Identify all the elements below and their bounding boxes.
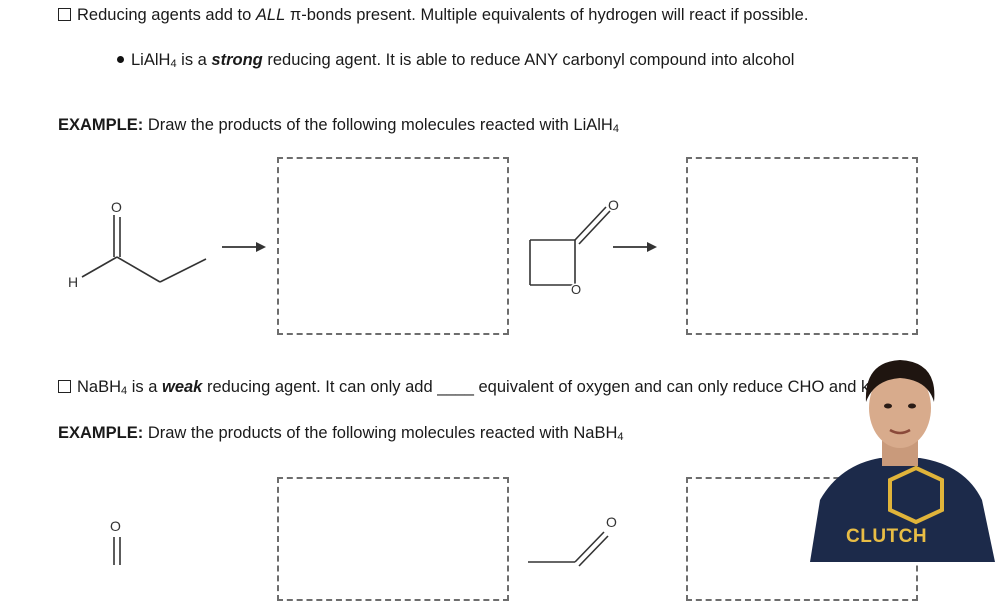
example2-text: Draw the products of the following molec… bbox=[143, 424, 618, 442]
fill-in-blank[interactable]: ____ bbox=[437, 378, 474, 396]
lialh4-strength: strong bbox=[211, 51, 263, 69]
aldehyde-structure-partial: O bbox=[110, 518, 121, 565]
nabh4-is-a: is a bbox=[127, 378, 162, 396]
nabh4-sub: 4 bbox=[121, 385, 128, 397]
example1-label: EXAMPLE: bbox=[58, 116, 144, 134]
nabh4-mid: reducing agent. It can only add bbox=[202, 378, 438, 396]
carbonyl-oxygen-label: O bbox=[608, 197, 619, 213]
checkbox-icon bbox=[58, 380, 71, 393]
lialh4-is-a: is a bbox=[176, 51, 212, 69]
lactone-structure-partial: O bbox=[528, 514, 617, 567]
ring-oxygen-label: O bbox=[571, 282, 581, 297]
nabh4-strength: weak bbox=[162, 378, 203, 396]
carbonyl-oxygen-label: O bbox=[606, 514, 617, 530]
example1-heading: EXAMPLE: Draw the products of the follow… bbox=[58, 116, 619, 135]
reaction-arrow-icon bbox=[613, 242, 657, 252]
line-nabh4: NaBH4 is a weak reducing agent. It can o… bbox=[58, 378, 892, 397]
bullet-icon bbox=[117, 56, 124, 63]
carbonyl-bond-2 bbox=[578, 210, 611, 245]
cc-bond-2 bbox=[159, 258, 207, 283]
line1-pre: Reducing agents add to bbox=[77, 6, 256, 24]
example2-label: EXAMPLE: bbox=[58, 424, 144, 442]
oxygen-atom-label: O bbox=[110, 518, 121, 534]
oxygen-atom-label: O bbox=[111, 199, 122, 215]
line-reducing-agents: Reducing agents add to ALL π-bonds prese… bbox=[58, 6, 808, 25]
lialh4-rest: reducing agent. It is able to reduce ANY… bbox=[262, 51, 795, 69]
example1-text: Draw the products of the following molec… bbox=[143, 116, 613, 134]
line1-post: π-bonds present. Multiple equivalents of… bbox=[285, 6, 809, 24]
cc-bond bbox=[116, 256, 161, 283]
carbonyl-bond bbox=[574, 206, 607, 241]
ch-bond bbox=[81, 256, 118, 278]
propanal-structure: O H bbox=[68, 199, 207, 290]
shirt-logo-text: CLUTCH bbox=[846, 526, 928, 547]
line-lialh4: LiAlH4 is a strong reducing agent. It is… bbox=[117, 51, 794, 70]
example1-sub: 4 bbox=[612, 123, 619, 135]
example2-heading: EXAMPLE: Draw the products of the follow… bbox=[58, 424, 624, 443]
hydrogen-atom-label: H bbox=[68, 274, 78, 290]
line1-italic: ALL bbox=[255, 6, 286, 24]
answer-box-2[interactable] bbox=[686, 157, 918, 335]
nabh4-rest: equivalent of oxygen and can only reduce… bbox=[473, 378, 893, 396]
reaction-arrow-icon bbox=[222, 242, 266, 252]
nabh4-main: NaBH bbox=[77, 378, 122, 396]
answer-box-1[interactable] bbox=[277, 157, 509, 335]
lialh4-sub: 4 bbox=[170, 58, 177, 70]
example2-sub: 4 bbox=[617, 431, 624, 443]
beta-lactone-structure: O O bbox=[529, 197, 619, 299]
checkbox-icon bbox=[58, 8, 71, 21]
answer-box-3[interactable] bbox=[277, 477, 509, 601]
presenter-video: CLUTCH bbox=[800, 360, 1000, 562]
lialh4-main: LiAlH bbox=[131, 51, 171, 69]
